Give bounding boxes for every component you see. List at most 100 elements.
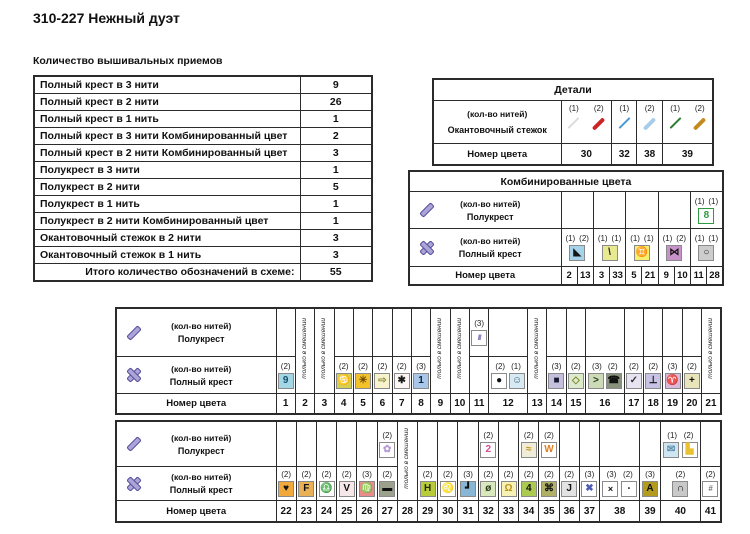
full-cross-cell: (2)⌘ [538,466,560,501]
thread-count: (1) [630,234,640,243]
color-number: 3 [314,393,335,415]
color-number-label: Номер цвета [115,393,277,415]
thread-count: (1) [694,234,705,243]
symbol-box: ✿ [379,441,396,458]
half-cross-cell [625,191,659,229]
symbol-box: ♎ [318,481,335,497]
stats-label: Окантовочный стежок в 2 нити [33,229,301,247]
stitch-stroke [669,116,682,130]
thread-count: (2) [675,470,686,479]
full-cross-cell: (1)(1)○ [689,228,724,267]
thread-count: (2) [442,470,453,479]
half-cross-cell [410,307,432,357]
thread-count-caption: (кол-во нитей) [171,432,232,443]
symbol-box: ✉ [663,441,680,458]
half-cross-cell: (2)≈ [518,420,540,467]
thread-count: (2) [544,430,554,440]
full-cross-cell: (2)4 [518,466,540,501]
symbol-box: V [338,481,355,497]
mix-note-cell: только в смешении [294,307,316,394]
thread-count: (3) [584,470,595,479]
color-number: 2 [294,393,316,415]
edge-stitch-cell: (2) [636,100,663,144]
full-cross-cell: (2)∩ [659,466,702,501]
half-cross-cell: (2)2 [477,420,499,467]
color-number: 4 [333,393,354,415]
thread-count: (2) [396,361,407,371]
color-number: 39 [661,143,714,166]
stats-label: Полный крест в 1 нить [33,110,301,128]
color-number: 5 [352,393,374,415]
full-cross-cell: (3)(2)>☎ [585,356,625,394]
symbols-table-2: (кол-во нитей)Полукрест(2)✿только в смеш… [115,420,722,523]
half-cross-cell [497,420,520,467]
full-row-label: (кол-во нитей)Полный крест [115,356,277,394]
stats-label: Полный крест в 2 нити Комбинированный цв… [33,144,301,162]
stats-label: Полный крест в 3 нити [33,75,301,94]
mix-note-cell: только в смешении [449,307,470,394]
symbol-box: # [702,481,719,497]
half-cross-cell [275,420,297,467]
color-number: 28 [706,266,724,286]
symbol-box: ♈ [664,372,681,389]
thread-count: (1) [619,104,630,113]
half-cross-cell: (2)W [538,420,560,467]
thread-count: (3) [551,361,562,371]
thread-count: (3) [606,470,617,479]
color-number: 12 [488,393,528,415]
symbol-box: 2 [480,441,497,458]
color-number: 38 [636,143,663,166]
full-cross-cell: (3)(2)×• [598,466,641,501]
thread-count: (1) [565,234,576,243]
thread-count-caption: (кол-во нитей) [467,109,528,119]
stitch-stroke [693,117,707,131]
thread-count: (1) [511,361,521,371]
thread-count: (2) [495,361,506,371]
stats-value: 9 [299,75,373,94]
full-cross-cell: (2)✱ [391,356,412,394]
full-cross-cell: (3)┛ [457,466,479,501]
color-number: 24 [315,500,338,523]
full-cross-cell: (2)ø [477,466,499,501]
thread-count: (1) [708,234,719,243]
half-cross-cell [546,307,567,357]
half-row-label: (кол-во нитей)Полукрест [408,191,562,229]
thread-count: (2) [341,470,352,479]
mix-note-cell: только в смешении [701,307,722,394]
stitch-stroke [642,117,657,131]
half-row-label: (кол-во нитей)Полукрест [115,420,277,467]
thread-count: (2) [648,361,659,371]
color-number: 11 [468,393,490,415]
stats-value: 5 [299,178,373,196]
symbol-box: ┛ [460,481,477,497]
symbol-box: Ω [500,481,517,497]
full-cross-cell: (1)(2)◣ [560,228,594,267]
color-number: 19 [662,393,683,415]
thread-count: (2) [570,361,581,371]
thread-count: (2) [579,234,589,243]
full-cross-cell: (2)9 [275,356,296,394]
half-cross-cell [662,307,683,357]
thread-count: (1) [597,234,608,243]
half-cross-cell [488,307,528,357]
stats-row: Полный крест в 3 нити Комбинированный цв… [33,127,373,145]
thread-count: (1) [643,234,654,243]
color-number: 18 [643,393,664,415]
thread-count: (2) [607,361,618,371]
color-number: 20 [681,393,703,415]
thread-count: (2) [382,470,393,479]
thread-count: (3) [645,470,655,479]
full-cross-cell: (2)(1)●☺ [488,356,528,394]
full-row-label: (кол-во нитей)Полный крест [115,466,277,501]
color-number: 32 [477,500,499,523]
half-cross-cell [623,307,645,357]
thread-count: (2) [705,470,716,479]
symbol-box: 9 [277,372,294,389]
symbol-box: A [642,481,659,497]
